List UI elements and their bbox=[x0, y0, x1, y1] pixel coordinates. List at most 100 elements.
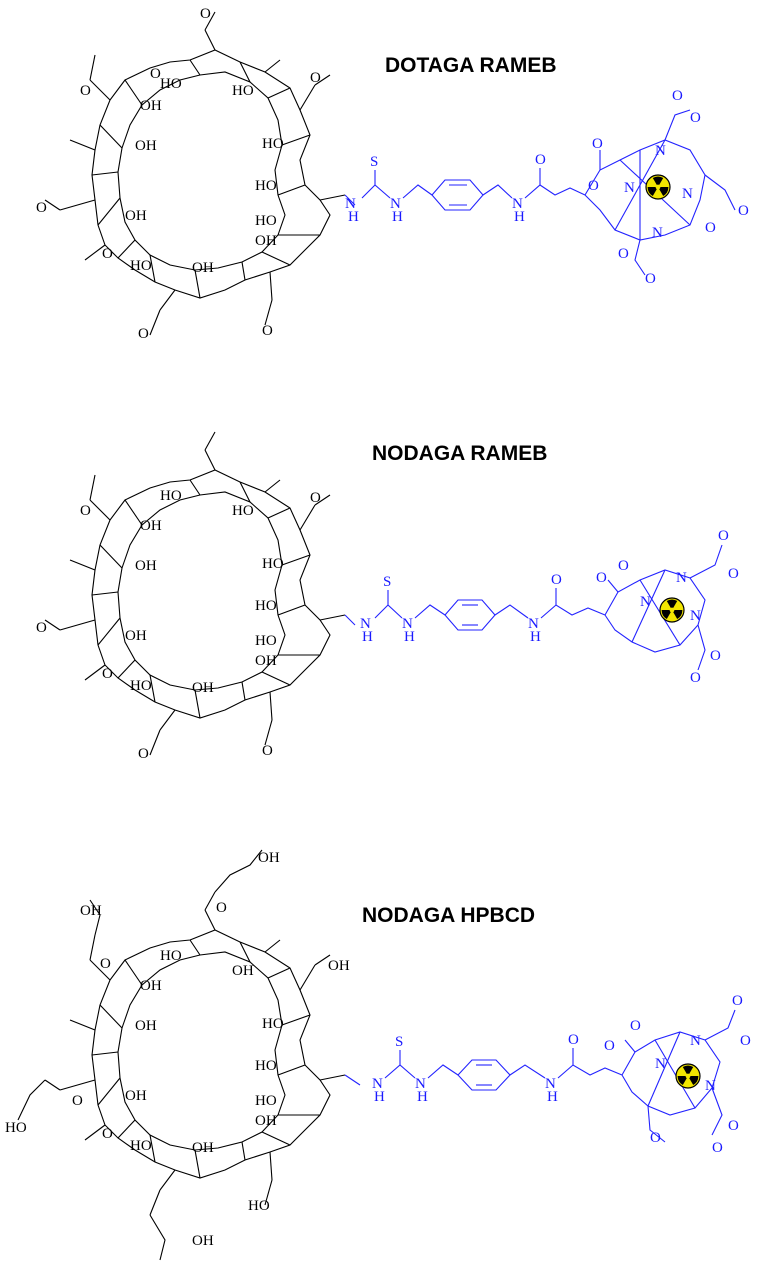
atom-label: N bbox=[345, 196, 356, 212]
structure-nodaga-rameb: NODAGA RAMEB HO HO OH OH HO HO HO OH HO … bbox=[36, 431, 739, 762]
atom-label: N bbox=[652, 225, 663, 241]
atom-label: OH bbox=[135, 138, 157, 154]
atom-label: O bbox=[310, 490, 321, 506]
ring-atom-labels: HO HO OH OH HO HO HO OH HO OH OH O O O O… bbox=[36, 488, 321, 762]
atom-label: N bbox=[676, 570, 687, 586]
atom-label: H bbox=[417, 1089, 428, 1105]
atom-label: OH bbox=[255, 1113, 277, 1129]
atom-label: N bbox=[655, 143, 666, 159]
structure-title: DOTAGA RAMEB bbox=[385, 54, 557, 77]
atom-label: N bbox=[402, 616, 413, 632]
chelator-cage: O O O O O O N N N bbox=[596, 528, 739, 686]
atom-label: HO bbox=[262, 556, 284, 572]
cyclodextrin-ring bbox=[44, 431, 346, 756]
atom-label: N bbox=[415, 1076, 426, 1092]
atom-label: O bbox=[138, 746, 149, 762]
atom-label: H bbox=[348, 209, 359, 225]
linker: N H S N H N H O bbox=[344, 152, 586, 225]
atom-label: OH bbox=[192, 680, 214, 696]
atom-label: O bbox=[618, 558, 629, 574]
atom-label: O bbox=[728, 1118, 739, 1134]
radioactive-trefoil-icon bbox=[675, 1063, 701, 1089]
atom-label: O bbox=[102, 246, 113, 262]
atom-label: HO bbox=[130, 258, 152, 274]
atom-label: O bbox=[80, 503, 91, 519]
atom-label: N bbox=[682, 186, 693, 202]
atom-label: OH bbox=[255, 653, 277, 669]
atom-label: O bbox=[72, 1093, 83, 1109]
atom-label: O bbox=[262, 323, 273, 339]
atom-label: O bbox=[102, 666, 113, 682]
atom-label: O bbox=[588, 178, 599, 194]
atom-label: O bbox=[738, 203, 749, 219]
atom-label: HO bbox=[160, 948, 182, 964]
linker: N H S N H N H O bbox=[344, 572, 606, 645]
atom-label: OH bbox=[125, 208, 147, 224]
atom-label: HO bbox=[160, 488, 182, 504]
atom-label: S bbox=[395, 1034, 403, 1050]
atom-label: N bbox=[372, 1076, 383, 1092]
atom-label: HO bbox=[160, 76, 182, 92]
atom-label: O bbox=[604, 1038, 615, 1054]
atom-label: O bbox=[262, 743, 273, 759]
atom-label: HO bbox=[255, 213, 277, 229]
atom-label: OH bbox=[140, 518, 162, 534]
atom-label: N bbox=[528, 616, 539, 632]
atom-label: N bbox=[690, 1033, 701, 1049]
atom-label: HO bbox=[232, 83, 254, 99]
ring-atom-labels: O O HO HO OH OH HO HO HO OH HO OH OH O O… bbox=[36, 6, 321, 342]
atom-label: O bbox=[568, 1032, 579, 1048]
atom-label: OH bbox=[192, 1140, 214, 1156]
atom-label: O bbox=[100, 956, 111, 972]
cyclodextrin-ring bbox=[44, 891, 346, 1216]
atom-label: HO bbox=[130, 678, 152, 694]
linker: N H S N H N H O bbox=[344, 1032, 623, 1105]
atom-label: O bbox=[732, 993, 743, 1009]
atom-label: N bbox=[690, 608, 701, 624]
atom-label: O bbox=[200, 6, 211, 22]
atom-label: N bbox=[705, 1078, 716, 1094]
atom-label: O bbox=[672, 88, 683, 104]
atom-label: HO bbox=[255, 598, 277, 614]
atom-label: OH bbox=[328, 958, 350, 974]
atom-label: OH bbox=[135, 1018, 157, 1034]
atom-label: HO bbox=[262, 136, 284, 152]
atom-label: N bbox=[655, 1056, 666, 1072]
chelator-cage: O O O O O O O N N N bbox=[604, 993, 751, 1156]
atom-label: S bbox=[370, 154, 378, 170]
atom-label: OH bbox=[258, 850, 280, 866]
structure-nodaga-hpbcd: NODAGA HPBCD OH OH HO OH HO OH OH OH HO … bbox=[5, 849, 751, 1261]
atom-label: O bbox=[310, 70, 321, 86]
atom-label: N bbox=[640, 594, 651, 610]
atom-label: O bbox=[138, 326, 149, 342]
atom-label: OH bbox=[125, 1088, 147, 1104]
atom-label: O bbox=[710, 648, 721, 664]
radioactive-trefoil-icon bbox=[645, 174, 671, 200]
atom-label: N bbox=[512, 196, 523, 212]
atom-label: H bbox=[530, 629, 541, 645]
atom-label: O bbox=[630, 1018, 641, 1034]
atom-label: OH bbox=[192, 260, 214, 276]
atom-label: OH bbox=[125, 628, 147, 644]
atom-label: HO bbox=[130, 1138, 152, 1154]
atom-label: S bbox=[383, 574, 391, 590]
atom-label: H bbox=[514, 209, 525, 225]
atom-label: O bbox=[80, 83, 91, 99]
atom-label: OH bbox=[232, 963, 254, 979]
atom-label: O bbox=[596, 570, 607, 586]
chelator-cage: O O O O O O O O N N N N bbox=[584, 88, 749, 287]
atom-label: HO bbox=[255, 1058, 277, 1074]
atom-label: O bbox=[551, 572, 562, 588]
atom-label: O bbox=[618, 246, 629, 262]
atom-label: HO bbox=[248, 1198, 270, 1214]
radioactive-trefoil-icon bbox=[659, 597, 685, 623]
atom-label: O bbox=[36, 200, 47, 216]
atom-label: HO bbox=[262, 1016, 284, 1032]
ring-atom-labels: OH OH HO OH HO OH OH OH HO HO HO OH HO O… bbox=[5, 850, 350, 1249]
structure-dotaga-rameb: DOTAGA RAMEB O O HO HO OH OH HO HO HO OH… bbox=[36, 6, 749, 342]
atom-label: O bbox=[705, 220, 716, 236]
atom-label: O bbox=[690, 670, 701, 686]
atom-label: N bbox=[360, 616, 371, 632]
atom-label: H bbox=[404, 629, 415, 645]
atom-label: O bbox=[592, 136, 603, 152]
